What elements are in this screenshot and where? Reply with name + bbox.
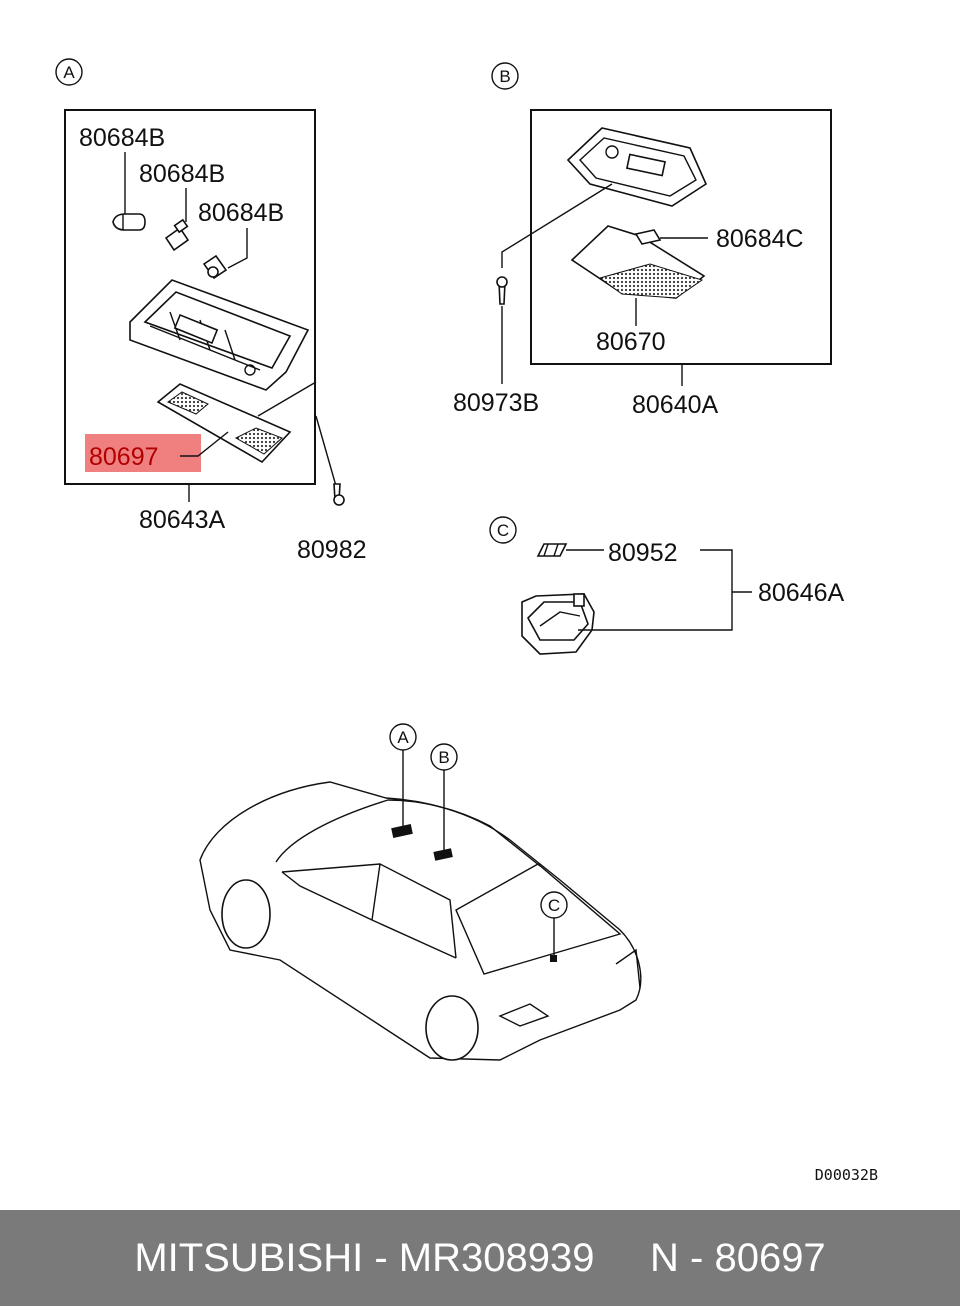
- label-80643a: 80643A: [139, 506, 226, 534]
- car-callout-a-circle: [389, 723, 417, 751]
- group-c: C 80952 80646A: [489, 516, 845, 655]
- label-80952: 80952: [608, 539, 678, 567]
- bulb-a2-icon: [164, 218, 190, 252]
- highlight-80697: [85, 434, 201, 472]
- bulb-80952-icon: [536, 543, 568, 557]
- dome-lamp-housing-a: [129, 279, 310, 391]
- lens-80670: [570, 225, 706, 299]
- car-callout-c-letter: C: [548, 896, 560, 915]
- car-callout-b-letter: B: [438, 748, 449, 767]
- leader-screw-80973b: [501, 183, 613, 268]
- leader-bulb-a3: [227, 228, 248, 269]
- parts-diagram: A: [55, 58, 878, 1184]
- bulb-80684c-icon: [634, 229, 662, 245]
- car-lamp-b-marker: [433, 848, 453, 861]
- label-80684c: 80684C: [716, 225, 804, 253]
- lamp-housing-c: [521, 593, 595, 655]
- label-80670: 80670: [596, 328, 666, 356]
- label-80982: 80982: [297, 536, 367, 564]
- label-80697: 80697: [89, 443, 159, 471]
- drawing-code: D00032B: [815, 1166, 878, 1184]
- bulb-a1-icon: [112, 213, 146, 231]
- screw-80973b-icon: [496, 276, 508, 305]
- label-80973b: 80973B: [453, 389, 539, 417]
- label-80684b-2: 80684B: [139, 160, 225, 188]
- label-80640a: 80640A: [632, 391, 719, 419]
- dome-lamp-housing-b: [566, 127, 708, 207]
- callout-c-letter: C: [497, 521, 509, 540]
- callout-c-circle: [489, 516, 517, 544]
- screw-80982-icon: [333, 483, 345, 506]
- footer-bar: MITSUBISHI - MR308939 N - 80697: [0, 1210, 960, 1306]
- callout-b-letter: B: [499, 67, 510, 86]
- callout-a-circle: [55, 58, 83, 86]
- assembly-b-box: [530, 109, 832, 365]
- leader-screw-80982: [315, 415, 337, 487]
- group-a: A: [55, 58, 367, 564]
- car-callout-b-circle: [430, 743, 458, 771]
- group-b: B 80684C 80670 80973B 80640A: [453, 62, 832, 419]
- car-outline: A B C: [199, 723, 642, 1061]
- callout-a-letter: A: [63, 63, 75, 82]
- leader-screw-a: [257, 381, 317, 417]
- label-80684b-3: 80684B: [198, 199, 284, 227]
- car-callout-c-circle: [540, 891, 568, 919]
- label-80646a: 80646A: [758, 579, 845, 607]
- label-80684b-1: 80684B: [79, 124, 165, 152]
- car-lamp-c-marker: [550, 955, 557, 962]
- assembly-a-box: [64, 109, 316, 485]
- footer-part-number: MITSUBISHI - MR308939 N - 80697: [134, 1235, 826, 1280]
- car-lamp-a-marker: [391, 824, 413, 838]
- bracket-80646a: [578, 549, 733, 631]
- bulb-a3-icon: [202, 254, 228, 280]
- callout-b-circle: [491, 62, 519, 90]
- leader-lens-80697: [180, 431, 229, 457]
- lens-80697: [156, 383, 292, 464]
- car-callout-a-letter: A: [397, 728, 409, 747]
